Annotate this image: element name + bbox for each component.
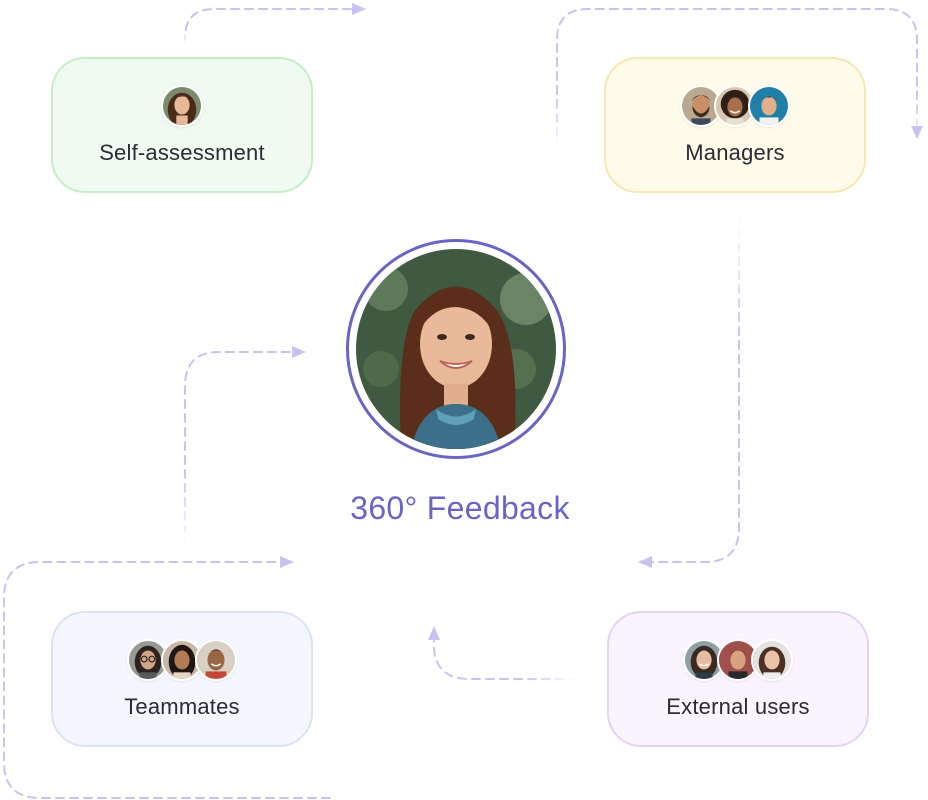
arrow-head-top <box>352 3 366 15</box>
arrow-head-right-down <box>911 126 923 139</box>
avatar-woman-curly-hair <box>714 85 756 127</box>
avatar-woman-smiling <box>683 639 725 681</box>
connector-teammates-center <box>184 351 293 549</box>
card-self-assessment: Self-assessment <box>51 57 313 193</box>
portrait-woman-icon <box>356 249 556 449</box>
connector-top-right <box>556 8 918 151</box>
avatar-man-smiling <box>195 639 237 681</box>
connector-managers-center <box>651 214 740 563</box>
avatar-group <box>127 638 237 682</box>
connector-self-top <box>184 8 353 45</box>
arrow-head-center-from-teammates <box>292 346 306 358</box>
avatar-woman-brown-hair <box>161 85 203 127</box>
card-teammates: Teammates <box>51 611 313 747</box>
avatar-group <box>680 84 790 128</box>
avatar-woman-dark-hair <box>161 639 203 681</box>
connector-external-center <box>433 637 579 680</box>
arrow-head-center-from-external <box>428 626 440 640</box>
avatar-woman-glasses <box>127 639 169 681</box>
card-external-users: External users <box>607 611 869 747</box>
card-label: Self-assessment <box>99 140 265 165</box>
card-label: Teammates <box>124 694 240 719</box>
avatar-man-beard <box>680 85 722 127</box>
arrow-head-teammates-loop <box>280 556 294 568</box>
avatar-woman-long-hair <box>751 639 793 681</box>
arrow-head-center-from-managers <box>638 556 652 568</box>
center-portrait <box>346 239 566 459</box>
avatar-group <box>683 638 793 682</box>
avatar-man-short-hair <box>748 85 790 127</box>
card-label: Managers <box>685 140 785 165</box>
card-managers: Managers <box>604 57 866 193</box>
card-label: External users <box>666 694 810 719</box>
center-title: 360° Feedback <box>350 490 570 526</box>
avatar-group <box>161 84 203 128</box>
